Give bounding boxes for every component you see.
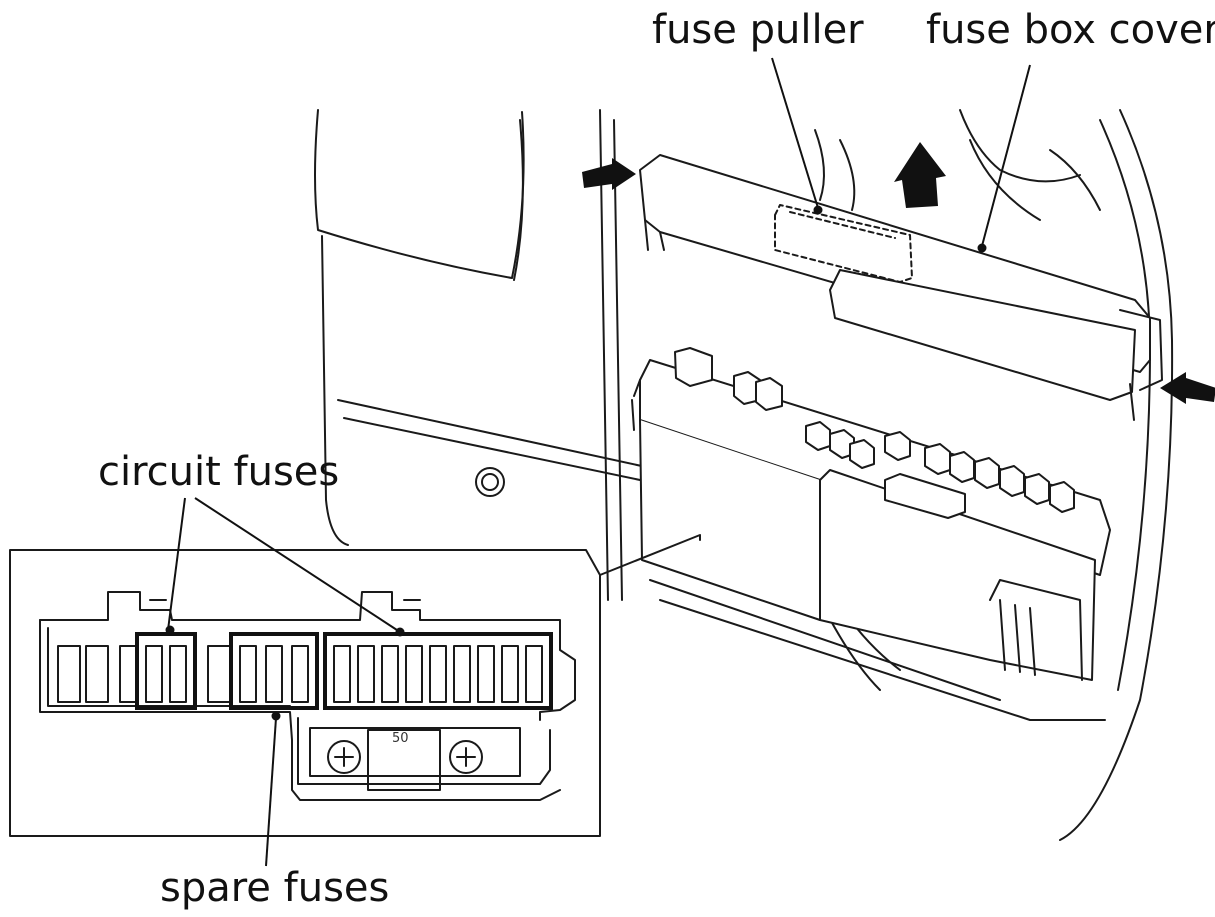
dashboard-panel (314, 109, 661, 546)
spare-fuse-box (229, 632, 319, 710)
arrow-lift-up-icon (894, 142, 946, 208)
inset-panel (9, 549, 601, 837)
label-circuit-fuses: circuit fuses (98, 449, 340, 495)
fuse-box-cover-drawing (639, 154, 1163, 421)
leader-fuse-puller (771, 57, 819, 209)
circuit-fuse-box-left (135, 632, 197, 710)
label-spare-fuses: spare fuses (160, 865, 390, 911)
leader-dots (165, 205, 987, 721)
mount-bolt (475, 467, 505, 497)
arrow-press-right-icon (1160, 372, 1215, 404)
leader-fuse-box-cover (981, 64, 1031, 247)
fuse-group-highlights (135, 632, 553, 710)
main-fuse-rating: 50 (392, 731, 409, 746)
arrow-press-left-icon (582, 158, 636, 190)
leader-lines (167, 57, 1031, 867)
leader-circuit-fuses-right (194, 497, 401, 633)
label-fuse-box-cover: fuse box cover (926, 7, 1215, 53)
circuit-fuse-box-right (323, 632, 553, 710)
leader-spare-fuses (265, 717, 277, 867)
fuse-box-body (631, 347, 1111, 681)
direction-arrows (582, 142, 1215, 404)
label-fuse-puller: fuse puller (652, 7, 864, 53)
callout-wedge (599, 534, 701, 576)
leader-circuit-fuses-left (167, 497, 186, 631)
